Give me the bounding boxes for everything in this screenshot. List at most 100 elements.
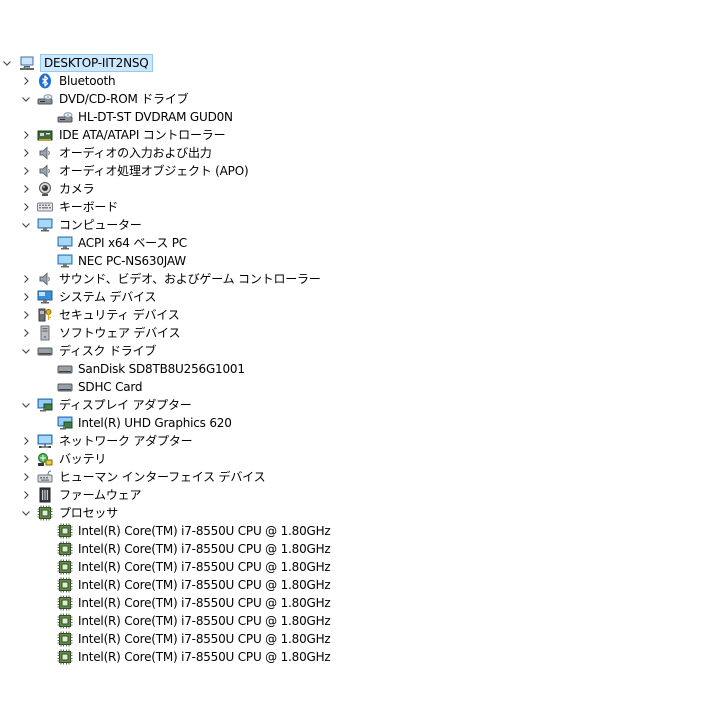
processor-icon xyxy=(57,649,73,665)
monitor-icon xyxy=(37,217,53,233)
chevron-down-icon[interactable] xyxy=(19,90,33,108)
disk-drive-icon xyxy=(57,379,73,395)
chevron-right-icon[interactable] xyxy=(19,198,33,216)
chevron-right-icon[interactable] xyxy=(19,486,33,504)
tree-item-27[interactable]: Intel(R) Core(TM) i7-8550U CPU @ 1.80GHz xyxy=(0,540,721,558)
computer-network-icon xyxy=(19,55,35,71)
tree-item-26[interactable]: Intel(R) Core(TM) i7-8550U CPU @ 1.80GHz xyxy=(0,522,721,540)
tree-item-7[interactable]: カメラ xyxy=(0,180,721,198)
tree-item-14[interactable]: セキュリティ デバイス xyxy=(0,306,721,324)
tree-item-label: コンピューター xyxy=(59,218,142,232)
tree-item-16[interactable]: ディスク ドライブ xyxy=(0,342,721,360)
tree-item-17[interactable]: SanDisk SD8TB8U256G1001 xyxy=(0,360,721,378)
tree-item-8[interactable]: キーボード xyxy=(0,198,721,216)
tree-item-1[interactable]: Bluetooth xyxy=(0,72,721,90)
tree-item-20[interactable]: Intel(R) UHD Graphics 620 xyxy=(0,414,721,432)
processor-icon xyxy=(37,505,53,521)
tree-item-21[interactable]: ネットワーク アダプター xyxy=(0,432,721,450)
chevron-down-icon[interactable] xyxy=(19,396,33,414)
camera-icon xyxy=(37,181,53,197)
tree-item-19[interactable]: ディスプレイ アダプター xyxy=(0,396,721,414)
tree-item-label: オーディオ処理オブジェクト (APO) xyxy=(59,164,249,178)
chevron-right-icon[interactable] xyxy=(19,180,33,198)
processor-icon xyxy=(57,631,73,647)
tree-item-11[interactable]: NEC PC-NS630JAW xyxy=(0,252,721,270)
tree-item-18[interactable]: SDHC Card xyxy=(0,378,721,396)
network-adapter-icon xyxy=(37,433,53,449)
chevron-right-icon[interactable] xyxy=(19,450,33,468)
chevron-right-icon[interactable] xyxy=(19,306,33,324)
chevron-right-icon[interactable] xyxy=(19,162,33,180)
tree-item-label: システム デバイス xyxy=(59,290,157,304)
processor-icon xyxy=(57,613,73,629)
tree-item-5[interactable]: オーディオの入力および出力 xyxy=(0,144,721,162)
chevron-right-icon[interactable] xyxy=(19,270,33,288)
speaker-icon xyxy=(37,163,53,179)
tree-item-32[interactable]: Intel(R) Core(TM) i7-8550U CPU @ 1.80GHz xyxy=(0,630,721,648)
tree-item-label: バッテリ xyxy=(59,452,107,466)
tree-item-29[interactable]: Intel(R) Core(TM) i7-8550U CPU @ 1.80GHz xyxy=(0,576,721,594)
tree-item-label: Bluetooth xyxy=(59,74,116,88)
tree-item-33[interactable]: Intel(R) Core(TM) i7-8550U CPU @ 1.80GHz xyxy=(0,648,721,666)
tree-item-0[interactable]: DESKTOP-IIT2NSQ xyxy=(0,54,721,72)
chevron-right-icon[interactable] xyxy=(19,324,33,342)
tree-item-label: SanDisk SD8TB8U256G1001 xyxy=(78,362,245,376)
tree-item-23[interactable]: ヒューマン インターフェイス デバイス xyxy=(0,468,721,486)
chevron-right-icon[interactable] xyxy=(19,72,33,90)
tree-item-label: ソフトウェア デバイス xyxy=(59,326,181,340)
tree-item-9[interactable]: コンピューター xyxy=(0,216,721,234)
chevron-right-icon[interactable] xyxy=(19,144,33,162)
tree-item-label: ディスプレイ アダプター xyxy=(59,398,192,412)
optical-drive-icon xyxy=(37,91,53,107)
tree-item-2[interactable]: DVD/CD-ROM ドライブ xyxy=(0,90,721,108)
tree-item-label: Intel(R) Core(TM) i7-8550U CPU @ 1.80GHz xyxy=(78,614,331,628)
tree-item-12[interactable]: サウンド、ビデオ、およびゲーム コントローラー xyxy=(0,270,721,288)
tree-item-label: Intel(R) Core(TM) i7-8550U CPU @ 1.80GHz xyxy=(78,560,331,574)
tree-item-label: DESKTOP-IIT2NSQ xyxy=(40,54,153,72)
tree-item-13[interactable]: システム デバイス xyxy=(0,288,721,306)
tree-item-10[interactable]: ACPI x64 ベース PC xyxy=(0,234,721,252)
tree-item-label: DVD/CD-ROM ドライブ xyxy=(59,92,189,106)
tree-item-6[interactable]: オーディオ処理オブジェクト (APO) xyxy=(0,162,721,180)
security-key-icon xyxy=(37,307,53,323)
tree-item-label: Intel(R) Core(TM) i7-8550U CPU @ 1.80GHz xyxy=(78,542,331,556)
chevron-right-icon[interactable] xyxy=(19,432,33,450)
tree-item-3[interactable]: HL-DT-ST DVDRAM GUD0N xyxy=(0,108,721,126)
chevron-down-icon[interactable] xyxy=(0,54,14,72)
monitor-icon xyxy=(57,235,73,251)
tree-item-22[interactable]: バッテリ xyxy=(0,450,721,468)
bluetooth-icon xyxy=(37,73,53,89)
processor-icon xyxy=(57,559,73,575)
chevron-down-icon[interactable] xyxy=(19,504,33,522)
chevron-right-icon[interactable] xyxy=(19,468,33,486)
ide-controller-icon xyxy=(37,127,53,143)
tree-item-label: キーボード xyxy=(59,200,119,214)
tree-item-30[interactable]: Intel(R) Core(TM) i7-8550U CPU @ 1.80GHz xyxy=(0,594,721,612)
chevron-right-icon[interactable] xyxy=(19,126,33,144)
chevron-right-icon[interactable] xyxy=(19,288,33,306)
tree-item-label: オーディオの入力および出力 xyxy=(59,146,212,160)
processor-icon xyxy=(57,523,73,539)
chevron-down-icon[interactable] xyxy=(19,216,33,234)
tree-item-24[interactable]: ファームウェア xyxy=(0,486,721,504)
disk-drive-icon xyxy=(37,343,53,359)
tree-item-31[interactable]: Intel(R) Core(TM) i7-8550U CPU @ 1.80GHz xyxy=(0,612,721,630)
tree-item-label: Intel(R) Core(TM) i7-8550U CPU @ 1.80GHz xyxy=(78,632,331,646)
display-adapter-icon xyxy=(37,397,53,413)
tree-item-label: ヒューマン インターフェイス デバイス xyxy=(59,470,266,484)
speaker-icon xyxy=(37,271,53,287)
tree-item-label: カメラ xyxy=(59,182,95,196)
software-device-icon xyxy=(37,325,53,341)
chevron-down-icon[interactable] xyxy=(19,342,33,360)
tree-item-label: Intel(R) Core(TM) i7-8550U CPU @ 1.80GHz xyxy=(78,578,331,592)
tree-item-4[interactable]: IDE ATA/ATAPI コントローラー xyxy=(0,126,721,144)
tree-item-label: SDHC Card xyxy=(78,380,143,394)
tree-item-label: ネットワーク アダプター xyxy=(59,434,193,448)
tree-item-28[interactable]: Intel(R) Core(TM) i7-8550U CPU @ 1.80GHz xyxy=(0,558,721,576)
tree-item-25[interactable]: プロセッサ xyxy=(0,504,721,522)
tree-item-15[interactable]: ソフトウェア デバイス xyxy=(0,324,721,342)
tree-item-label: ACPI x64 ベース PC xyxy=(78,236,187,250)
battery-icon xyxy=(37,451,53,467)
processor-icon xyxy=(57,541,73,557)
